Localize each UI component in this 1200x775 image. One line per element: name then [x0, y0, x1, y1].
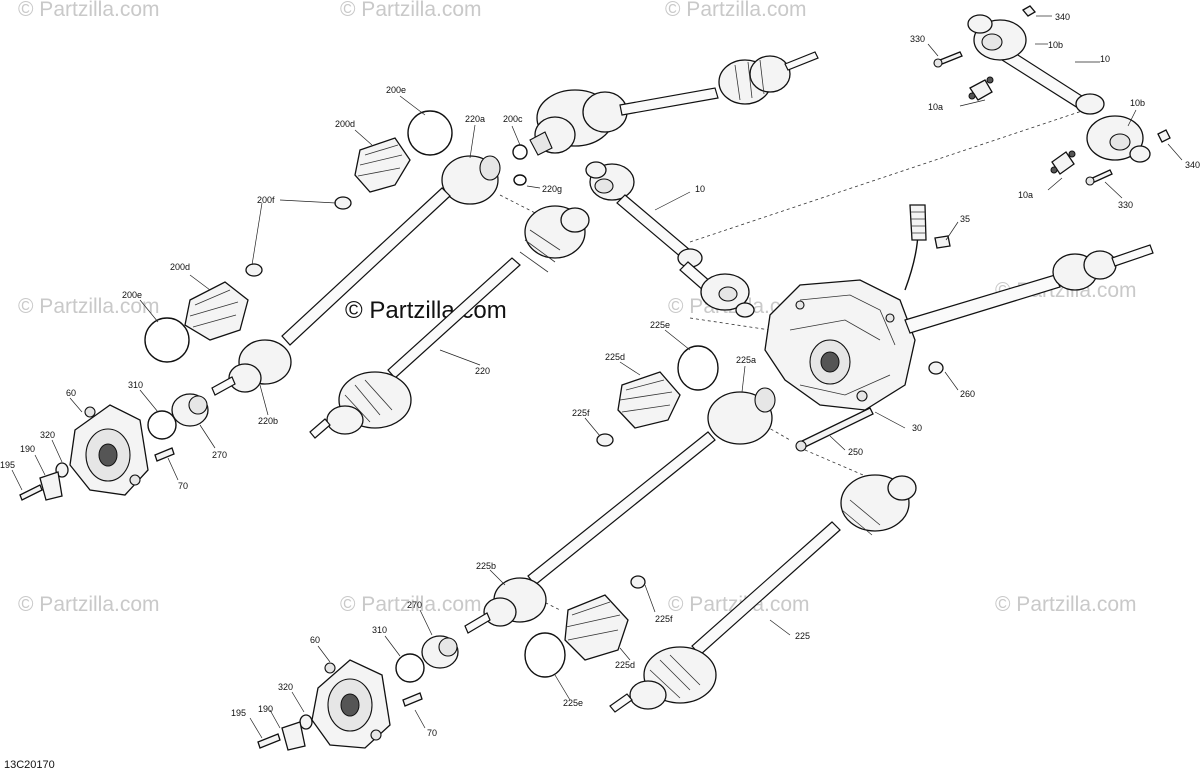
callout-70: 70	[178, 481, 188, 491]
callout-225f: 225f	[572, 408, 590, 418]
watermark: © Partzilla.com	[340, 0, 482, 21]
u-joint-cross-upper	[968, 76, 994, 101]
callout-270: 270	[407, 600, 422, 610]
callout-10: 10	[1100, 54, 1110, 64]
watermark: © Partzilla.com	[995, 593, 1137, 616]
callout-330: 330	[1118, 200, 1133, 210]
watermark: © Partzilla.com	[18, 0, 160, 21]
boot-kit-225	[524, 345, 719, 678]
callout-60: 60	[310, 635, 320, 645]
brand-watermark: © Partzilla.com	[345, 297, 507, 324]
drive-shaft-upper-right	[529, 51, 819, 156]
callout-70: 70	[427, 728, 437, 738]
hub-assembly-lower	[257, 635, 459, 751]
callout-270: 270	[212, 450, 227, 460]
callout-310: 310	[128, 380, 143, 390]
callout-220a: 220a	[465, 114, 485, 124]
callout-220b: 220b	[258, 416, 278, 426]
drive-shaft-220	[211, 155, 501, 396]
callout-250: 250	[848, 447, 863, 457]
callout-10b: 10b	[1130, 98, 1145, 108]
callout-260: 260	[960, 389, 975, 399]
propeller-shaft-middle	[585, 161, 755, 318]
callout-225a: 225a	[736, 355, 756, 365]
callout-200f: 200f	[257, 195, 275, 205]
callout-225e: 225e	[650, 320, 670, 330]
drive-shaft-220-lower	[309, 205, 590, 439]
watermark: © Partzilla.com	[665, 0, 807, 21]
callout-60: 60	[66, 388, 76, 398]
callout-225e: 225e	[563, 698, 583, 708]
watermark: © Partzilla.com	[340, 593, 482, 616]
callout-10a: 10a	[1018, 190, 1033, 200]
callout-190: 190	[20, 444, 35, 454]
callout-10b: 10b	[1048, 40, 1063, 50]
callout-220: 220	[475, 366, 490, 376]
callout-310: 310	[372, 625, 387, 635]
callout-195: 195	[231, 708, 246, 718]
callout-225: 225	[795, 631, 810, 641]
u-joint-cross-lower	[1050, 150, 1076, 175]
callout-225d: 225d	[615, 660, 635, 670]
drive-shaft-225	[609, 474, 917, 713]
diagram-code: 13C20170	[4, 759, 55, 771]
callout-10: 10	[695, 184, 705, 194]
breather-hose-35	[904, 204, 951, 291]
bolts-330-340	[933, 5, 1171, 186]
callout-190: 190	[258, 704, 273, 714]
callout-220g: 220g	[542, 184, 562, 194]
callout-labels: 10 10b 330 340 10a 10b 340 10a 330 10 35…	[0, 12, 1200, 738]
callout-30: 30	[912, 423, 922, 433]
callout-35: 35	[960, 214, 970, 224]
callout-195: 195	[0, 460, 15, 470]
callout-200e: 200e	[122, 290, 142, 300]
drive-shaft-225a	[464, 387, 776, 634]
callout-225f: 225f	[655, 614, 673, 624]
watermark: © Partzilla.com	[18, 593, 160, 616]
callout-330: 330	[910, 34, 925, 44]
bolt-250-nut-260	[795, 361, 944, 452]
leader-lines	[11, 15, 1183, 739]
differential-housing	[764, 244, 1154, 411]
callout-340: 340	[1185, 160, 1200, 170]
callout-10a: 10a	[928, 102, 943, 112]
hub-assembly-upper	[19, 393, 209, 501]
callout-200e: 200e	[386, 85, 406, 95]
boot-kit-200	[144, 110, 528, 363]
callout-320: 320	[40, 430, 55, 440]
callout-200c: 200c	[503, 114, 523, 124]
propeller-shaft-upper	[967, 14, 1151, 163]
callout-320: 320	[278, 682, 293, 692]
callout-340: 340	[1055, 12, 1070, 22]
callout-200d: 200d	[170, 262, 190, 272]
callout-200d: 200d	[335, 119, 355, 129]
callout-225b: 225b	[476, 561, 496, 571]
watermark: © Partzilla.com	[18, 295, 160, 318]
callout-225d: 225d	[605, 352, 625, 362]
